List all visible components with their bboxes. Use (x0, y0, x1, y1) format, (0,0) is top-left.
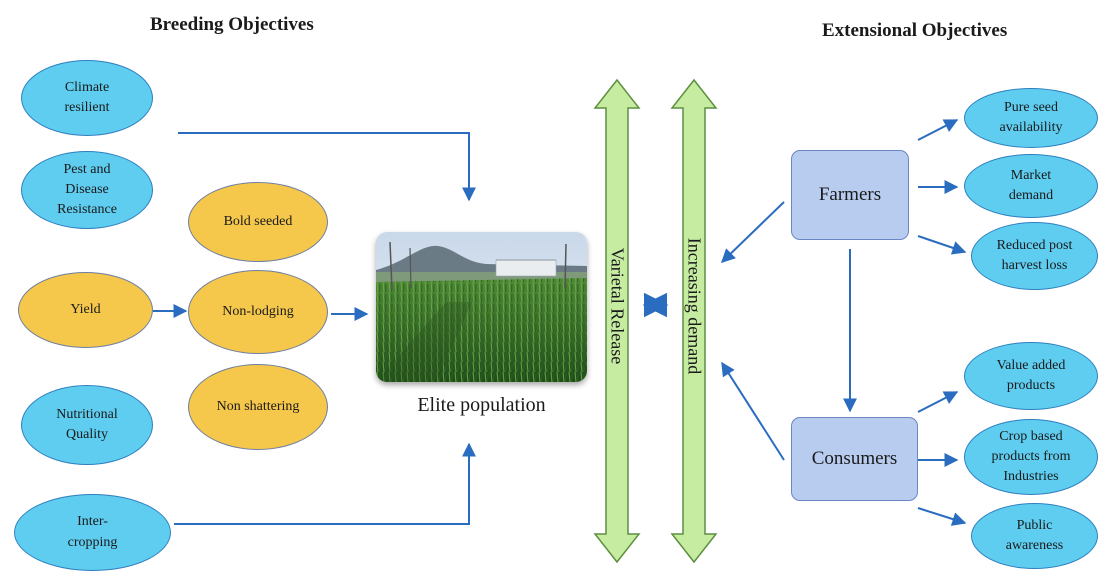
connector-consumers-to-value (917, 391, 959, 413)
objective-yield: Yield (18, 272, 153, 348)
connector-climate-to-elite (178, 132, 476, 202)
objective-intercropping: Inter- cropping (14, 494, 171, 571)
trait-non-lodging: Non-lodging (188, 270, 328, 354)
breeding-objectives-heading: Breeding Objectives (150, 14, 314, 35)
farmers-box: Farmers (791, 150, 909, 240)
extensional-objectives-heading: Extensional Objectives (822, 20, 1008, 41)
outcome-market-demand: Market demand (964, 154, 1098, 218)
objective-climate-resilient: Climate resilient (21, 60, 153, 136)
objective-pest-disease-resistance: Pest and Disease Resistance (21, 151, 153, 229)
connector-farmers-to-seed (917, 119, 959, 141)
increasing-demand-arrow (670, 78, 718, 564)
elite-population-caption: Elite population (417, 394, 546, 416)
outcome-pure-seed-availability: Pure seed availability (964, 88, 1098, 148)
outcome-reduced-post-harvest-loss: Reduced post harvest loss (971, 222, 1098, 290)
elite-population-photo (376, 232, 587, 382)
outcome-value-added-products: Value added products (964, 342, 1098, 410)
consumers-box: Consumers (791, 417, 918, 501)
connector-consumers-to-demand (721, 361, 785, 461)
trait-non-shattering: Non shattering (188, 364, 328, 450)
outcome-crop-based-products: Crop based products from Industries (964, 419, 1098, 495)
objective-nutritional-quality: Nutritional Quality (21, 385, 153, 465)
connector-intercropping-to-elite (174, 442, 476, 525)
connector-farmers-to-demand (720, 201, 785, 263)
outcome-public-awareness: Public awareness (971, 503, 1098, 569)
increasing-demand-label: Increasing demand (684, 237, 705, 375)
varietal-release-label: Varietal Release (607, 247, 628, 365)
trait-bold-seeded: Bold seeded (188, 182, 328, 262)
connector-consumers-to-public (917, 507, 967, 526)
connector-farmers-to-loss (917, 235, 967, 255)
varietal-release-arrow (593, 78, 641, 564)
